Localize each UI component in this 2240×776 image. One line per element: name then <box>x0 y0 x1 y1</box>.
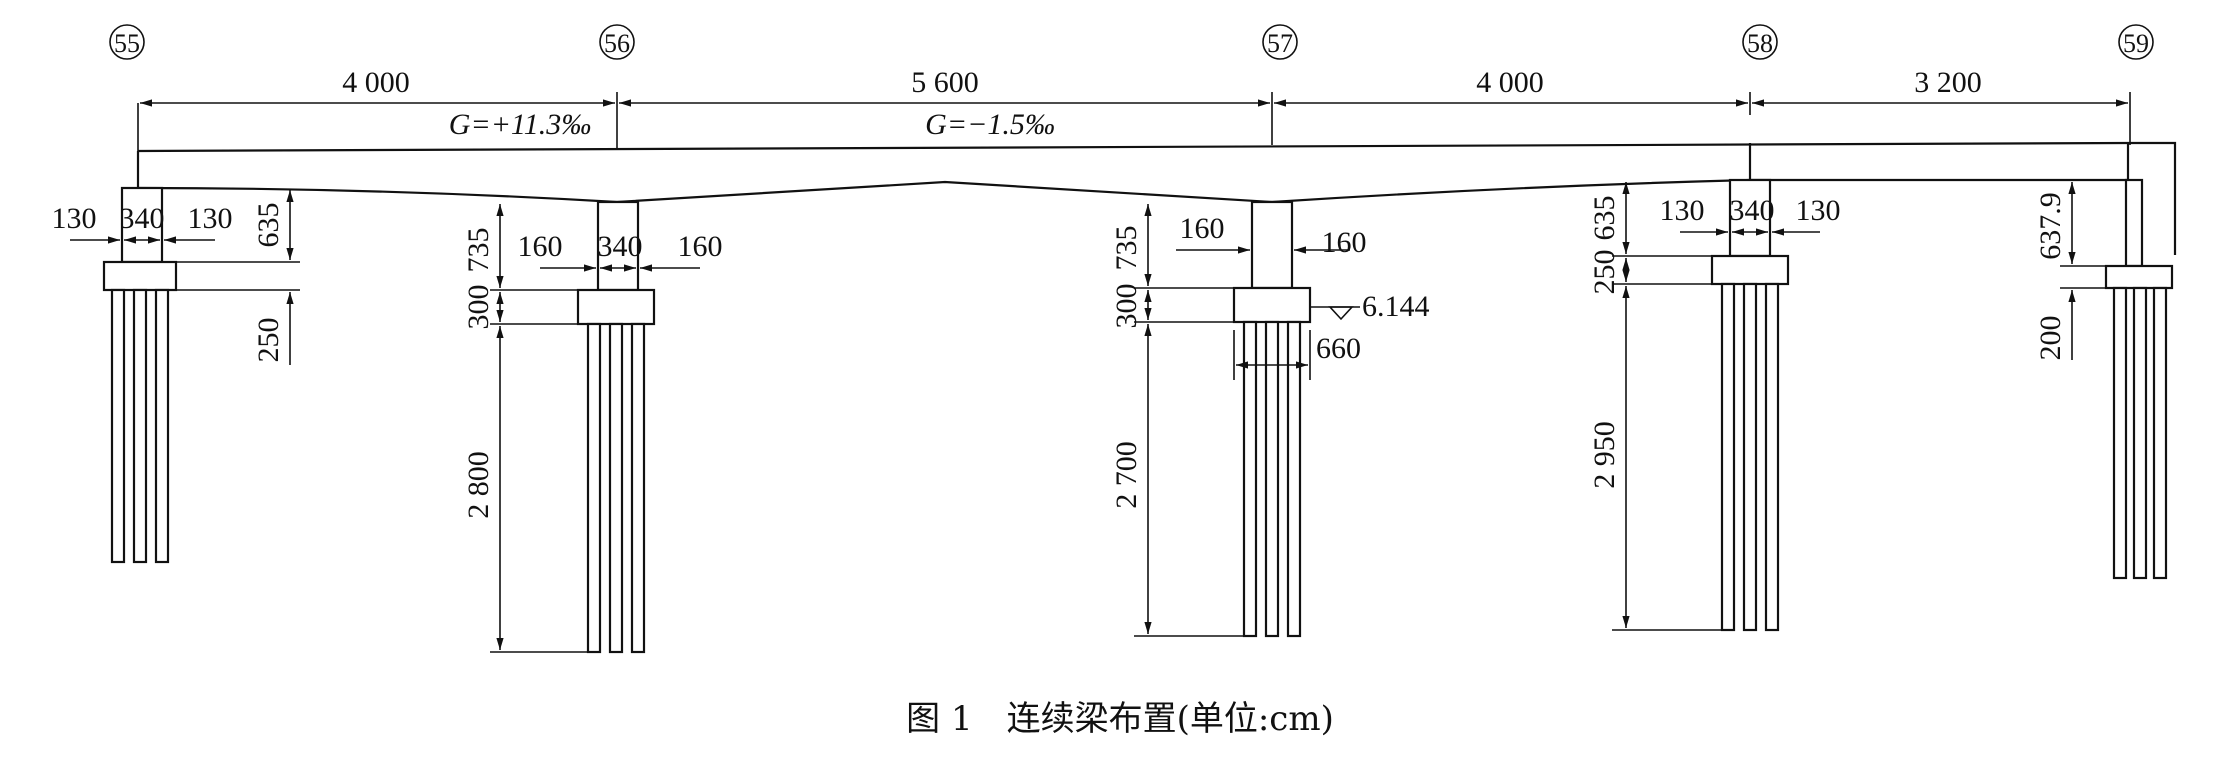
pier-58-label: 58 <box>1747 29 1773 58</box>
span-4-length: 3 200 <box>1914 66 1982 99</box>
pier-labels: 55 56 57 58 59 <box>109 24 2154 60</box>
pier-58-h2: 250 <box>1588 250 1621 295</box>
pier-56-left: 160 <box>518 230 563 263</box>
pier-55 <box>102 186 178 564</box>
pier-57-left: 160 <box>1180 212 1225 245</box>
span-1-length: 4 000 <box>342 66 410 99</box>
pier-56-h1: 735 <box>462 228 495 273</box>
pier-58-dimensions: 130 340 130 635 250 2 950 <box>1588 182 1841 631</box>
continuous-girder <box>136 141 2177 255</box>
pier-58-col: 340 <box>1730 194 1775 227</box>
pier-56-right: 160 <box>678 230 723 263</box>
pier-56-h2: 300 <box>462 285 495 330</box>
gradient-1: G=+11.3‰ <box>449 108 591 141</box>
pier-58-circle <box>1742 24 1778 60</box>
pier-59-label: 59 <box>2123 29 2149 58</box>
pier-55-h1: 635 <box>252 203 285 248</box>
pier-58-right: 130 <box>1796 194 1841 227</box>
pier-56-dimensions: 160 340 160 735 300 2 800 <box>462 204 723 653</box>
water-level-icon <box>1328 306 1354 321</box>
pier-55-dimensions: 130 340 130 635 250 <box>52 190 300 365</box>
pier-59-h1: 637.9 <box>2034 192 2067 260</box>
pier-57-right: 160 <box>1322 226 1367 259</box>
pier-57-pile: 2 700 <box>1110 441 1143 509</box>
pier-59-circle <box>2118 24 2154 60</box>
figure-caption: 图 1 连续梁布置(单位:cm) <box>906 699 1334 739</box>
pier-57-h1: 735 <box>1110 226 1143 271</box>
gradient-2: G=−1.5‰ <box>925 108 1055 141</box>
pier-55-left: 130 <box>52 202 97 235</box>
pier-59-dimensions: 637.9 200 <box>2034 179 2126 361</box>
pier-55-label: 55 <box>114 29 140 58</box>
span-2-length: 5 600 <box>911 66 979 99</box>
pier-55-right: 130 <box>188 202 233 235</box>
pier-55-h2: 250 <box>252 318 285 363</box>
pier-57-circle <box>1262 24 1298 60</box>
span-3-length: 4 000 <box>1476 66 1544 99</box>
pier-55-circle <box>109 24 145 60</box>
pier-58 <box>1710 178 1790 632</box>
pier-55-col: 340 <box>120 202 165 235</box>
pier-57-h2: 300 <box>1110 284 1143 329</box>
pier-56-label: 56 <box>604 29 630 58</box>
pier-57-label: 57 <box>1267 29 1293 58</box>
pier-59-h2: 200 <box>2034 316 2067 361</box>
pier-56-circle <box>599 24 635 60</box>
pier-57-cap-width: 660 <box>1316 332 1361 365</box>
pier-58-h1: 635 <box>1588 196 1621 241</box>
pier-57 <box>1232 200 1312 638</box>
pier-56-col: 340 <box>598 230 643 263</box>
pier-58-pile: 2 950 <box>1588 421 1621 489</box>
pier-57-dimensions: 160 160 735 300 2 700 6.144 660 <box>1110 204 1430 637</box>
span-dimensions: 4 000 5 600 4 000 3 200 G=+11.3‰ G=−1.5‰ <box>137 66 2131 160</box>
pier-56-pile: 2 800 <box>462 451 495 519</box>
pier-57-elevation: 6.144 <box>1362 290 1430 323</box>
pier-56 <box>576 200 656 654</box>
pier-58-left: 130 <box>1660 194 1705 227</box>
pier-59 <box>2104 178 2174 580</box>
